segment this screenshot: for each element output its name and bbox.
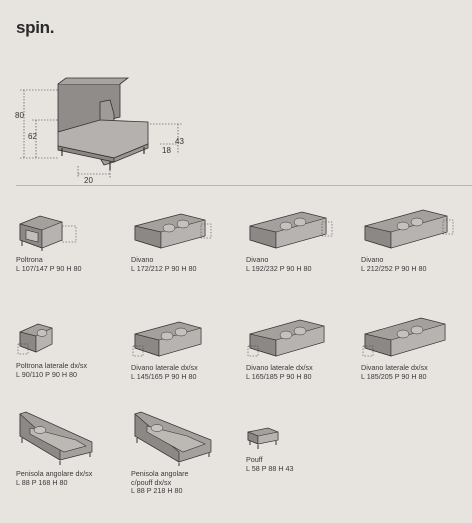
divano-icon [364,209,454,249]
product-name: Divano [246,255,269,264]
product-dims: L 107/147 P 90 H 80 [16,263,82,273]
product-dims: L 192/232 P 90 H 80 [246,263,312,273]
product-dims: L 172/212 P 90 H 80 [131,263,197,273]
dim-depth-label: 20 [84,176,93,185]
dim-height-label: 80 [15,111,24,120]
product-divano-2: Divano L 192/232 P 90 H 80 [246,206,356,273]
product-dims: L 90/110 P 90 H 80 [16,369,78,379]
dim-seat-label: 62 [28,132,37,141]
poltrona-icon [19,215,77,251]
penisola-angolare-pouff-icon [134,411,212,466]
product-dims: L 58 P 88 H 43 [246,463,294,473]
product-name: Penisola angolare dx/sx [16,469,93,478]
product-divano-laterale-1: Divano laterale dx/sx L 145/165 P 90 H 8… [131,316,241,381]
product-name: Penisola angolare c/pouff dx/sx [131,469,189,487]
product-name: Divano [361,255,384,264]
pouff-icon [247,427,279,449]
product-penisola-angolare-pouff: Penisola angolare c/pouff dx/sx L 88 P 2… [131,408,241,496]
product-name: Divano [131,255,154,264]
product-dims: L 165/185 P 90 H 80 [246,371,312,381]
product-dims: L 88 P 218 H 80 [131,486,183,496]
product-divano-3: Divano L 212/252 P 90 H 80 [361,204,471,273]
product-name: Pouff [246,455,263,464]
divano-laterale-icon [362,317,446,357]
product-poltrona: Poltrona L 107/147 P 90 H 80 [16,208,126,273]
dim-leg-label: 18 [162,146,171,155]
penisola-angolare-icon [19,411,93,465]
product-penisola-angolare: Penisola angolare dx/sx L 88 P 168 H 80 [16,408,126,487]
poltrona-laterale-icon [17,323,53,355]
divano-laterale-icon [247,319,325,357]
divano-icon [134,213,212,249]
product-dims: L 88 P 168 H 80 [16,477,68,487]
product-name: Poltrona laterale dx/sx [16,361,88,370]
product-name: Divano laterale dx/sx [131,363,198,372]
product-name: Divano laterale dx/sx [361,363,428,372]
dim-arm-label: 43 [175,137,184,146]
product-dims: L 185/205 P 90 H 80 [361,371,427,381]
page-title: spin. [16,18,55,37]
hero-armchair-drawing: 80 62 43 18 20 [10,62,210,187]
product-poltrona-laterale: Poltrona laterale dx/sx L 90/110 P 90 H … [16,318,126,379]
section-divider [16,185,472,186]
product-divano-laterale-2: Divano laterale dx/sx L 165/185 P 90 H 8… [246,314,356,381]
product-divano-laterale-3: Divano laterale dx/sx L 185/205 P 90 H 8… [361,312,471,381]
product-name: Divano laterale dx/sx [246,363,313,372]
divano-laterale-icon [132,321,202,357]
product-dims: L 145/165 P 90 H 80 [131,371,197,381]
product-pouff: Pouff L 58 P 88 H 43 [246,424,356,473]
product-name: Poltrona [16,255,43,264]
product-divano-1: Divano L 172/212 P 90 H 80 [131,208,241,273]
product-dims: L 212/252 P 90 H 80 [361,263,427,273]
divano-icon [249,211,333,249]
